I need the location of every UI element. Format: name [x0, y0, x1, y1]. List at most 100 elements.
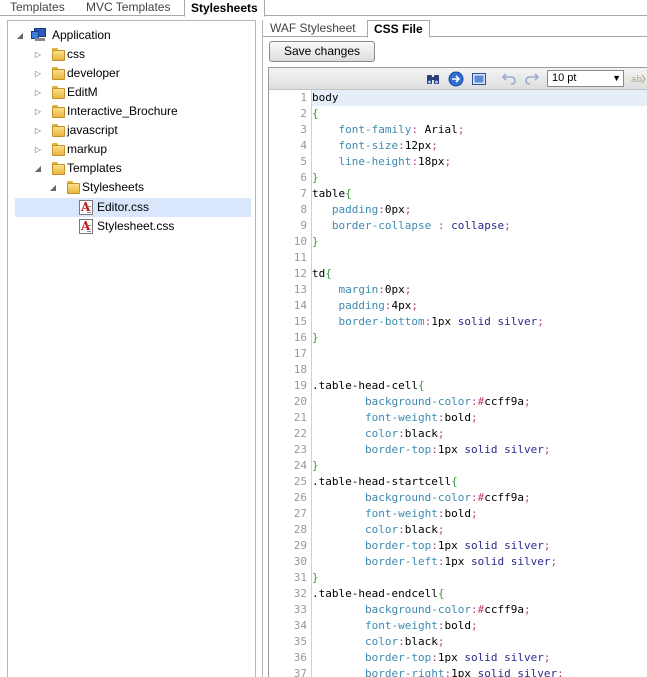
tree-item-application[interactable]: ◢ Application — [8, 26, 255, 45]
folder-icon — [52, 86, 65, 99]
line-number: 37 — [293, 667, 307, 677]
find-icon[interactable] — [425, 71, 441, 87]
css-file-icon: A — [79, 200, 93, 215]
line-number: 31 — [293, 571, 307, 584]
folder-icon — [52, 105, 65, 118]
tree-item-css[interactable]: ▷ css — [8, 45, 255, 64]
tree-item-label: markup — [67, 142, 108, 156]
code-line: .table-head-cell{ — [312, 379, 425, 392]
tab-css-file[interactable]: CSS File — [367, 20, 430, 38]
line-number: 24 — [293, 459, 307, 472]
tree-item-editm[interactable]: ▷ EditM — [8, 83, 255, 102]
code-line: color:black; — [364, 523, 445, 536]
line-number: 15 — [293, 315, 307, 328]
code-line: background-color:#ccff9a; — [364, 603, 531, 616]
code-line: font-weight:bold; — [364, 507, 478, 520]
tab-mvc-templates[interactable]: MVC Templates — [86, 0, 171, 14]
line-number: 34 — [293, 619, 307, 632]
code-line: font-weight:bold; — [364, 411, 478, 424]
line-number: 29 — [293, 539, 307, 552]
code-line: } — [312, 331, 319, 344]
line-number: 19 — [293, 379, 307, 392]
folder-icon — [67, 181, 80, 194]
tree-item-markup[interactable]: ▷ markup — [8, 140, 255, 159]
expand-arrow-icon[interactable]: ▷ — [34, 145, 42, 154]
expand-arrow-icon[interactable]: ▷ — [34, 126, 42, 135]
code-line: background-color:#ccff9a; — [364, 491, 531, 504]
tree-item-stylesheets[interactable]: ◢ Stylesheets — [8, 178, 255, 197]
top-tab-bar: Templates MVC Templates Stylesheets — [0, 0, 647, 17]
code-line: { — [312, 107, 319, 120]
folder-icon — [52, 124, 65, 137]
tree-item-javascript[interactable]: ▷ javascript — [8, 121, 255, 140]
code-line: .table-head-endcell{ — [312, 587, 445, 600]
file-tree-panel: ◢ Application ▷ css ▷ developer ▷ EditM … — [7, 20, 256, 677]
collapse-arrow-icon[interactable]: ◢ — [49, 183, 57, 192]
tree-item-label: css — [67, 47, 85, 61]
tree-item-developer[interactable]: ▷ developer — [8, 64, 255, 83]
code-line: border-top:1px solid silver; — [364, 443, 551, 456]
font-size-value: 10 pt — [552, 72, 577, 84]
code-line: td{ — [312, 267, 332, 280]
save-changes-button[interactable]: Save changes — [269, 41, 375, 62]
code-line: } — [312, 571, 319, 584]
code-line: font-weight:bold; — [364, 619, 478, 632]
code-line: font-family: Arial; — [338, 123, 465, 136]
code-line: background-color:#ccff9a; — [364, 395, 531, 408]
code-line: table{ — [312, 187, 352, 200]
expand-arrow-icon[interactable]: ▷ — [34, 50, 42, 59]
css-file-icon: A — [79, 219, 93, 234]
line-number: 3 — [300, 123, 307, 136]
tree-item-label: Interactive_Brochure — [67, 104, 178, 118]
line-number: 25 — [293, 475, 307, 488]
line-number: 4 — [300, 139, 307, 152]
wrap-icon[interactable]: ab — [631, 71, 647, 87]
tree-item-label: Application — [52, 28, 111, 42]
expand-arrow-icon[interactable]: ▷ — [34, 107, 42, 116]
replace-icon[interactable] — [448, 71, 464, 87]
undo-icon[interactable] — [501, 71, 517, 87]
code-line: font-size:12px; — [338, 139, 438, 152]
editor-panel: WAF Stylesheet CSS File Save changes — [262, 20, 647, 677]
tab-templates[interactable]: Templates — [10, 0, 65, 14]
tree-item-editor-css[interactable]: A Editor.css — [15, 198, 251, 217]
collapse-arrow-icon[interactable]: ◢ — [16, 31, 24, 40]
expand-arrow-icon[interactable]: ▷ — [34, 69, 42, 78]
redo-icon[interactable] — [524, 71, 540, 87]
line-number: 22 — [293, 427, 307, 440]
code-text-area[interactable]: body{ font-family: Arial; font-size:12px… — [312, 90, 647, 677]
tree-item-label: Stylesheets — [82, 180, 145, 194]
code-line: padding:4px; — [338, 299, 418, 312]
folder-icon — [52, 143, 65, 156]
code-line: border-collapse : collapse; — [331, 219, 511, 232]
expand-arrow-icon[interactable]: ▷ — [34, 88, 42, 97]
font-size-select[interactable]: 10 pt ▼ — [547, 70, 624, 87]
tree-item-label: Stylesheet.css — [97, 219, 175, 233]
tree-item-templates[interactable]: ◢ Templates — [8, 159, 255, 178]
line-number: 21 — [293, 411, 307, 424]
folder-icon — [52, 48, 65, 61]
tree-item-stylesheet-css[interactable]: A Stylesheet.css — [8, 217, 255, 236]
tab-stylesheets[interactable]: Stylesheets — [184, 0, 265, 17]
code-line: border-top:1px solid silver; — [364, 539, 551, 552]
tab-waf-stylesheet[interactable]: WAF Stylesheet — [270, 21, 356, 35]
line-number: 35 — [293, 635, 307, 648]
collapse-arrow-icon[interactable]: ◢ — [34, 164, 42, 173]
line-number: 27 — [293, 507, 307, 520]
code-line: margin:0px; — [338, 283, 412, 296]
fullscreen-icon[interactable] — [471, 71, 487, 87]
line-number: 23 — [293, 443, 307, 456]
line-number: 12 — [293, 267, 307, 280]
code-line: border-left:1px solid silver; — [364, 555, 558, 568]
line-number: 28 — [293, 523, 307, 536]
application-icon — [31, 28, 47, 42]
code-line: color:black; — [364, 427, 445, 440]
code-line: } — [312, 171, 319, 184]
tree-item-label: EditM — [67, 85, 98, 99]
tree-item-interactive-brochure[interactable]: ▷ Interactive_Brochure — [8, 102, 255, 121]
line-number: 30 — [293, 555, 307, 568]
line-number: 10 — [293, 235, 307, 248]
tree-item-label: Templates — [67, 161, 122, 175]
